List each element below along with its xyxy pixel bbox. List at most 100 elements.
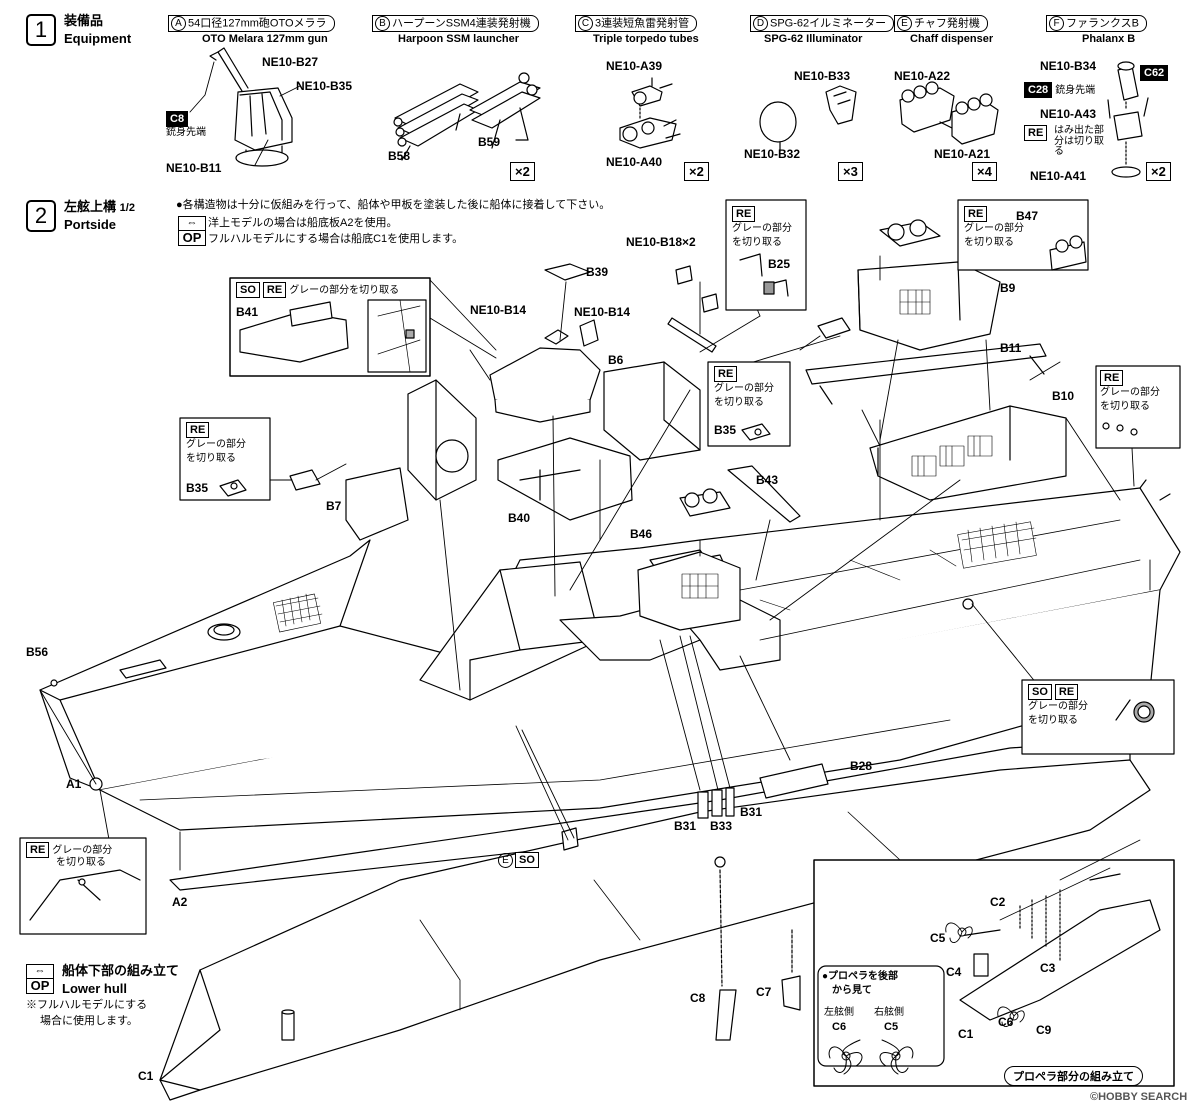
re-bubble-b35-mid-text2: を切り取る bbox=[714, 397, 764, 408]
re-bubble-b35-left-text2: を切り取る bbox=[186, 453, 236, 464]
part-ne10-b14-a: NE10-B14 bbox=[470, 303, 527, 317]
step2-title: 左舷上構 1/2 bbox=[64, 199, 135, 214]
part-ne10-a21: NE10-A21 bbox=[934, 147, 991, 161]
step2-title-en: Portside bbox=[64, 217, 117, 232]
item-f-note2: はみ出た部分は切り取る bbox=[1054, 125, 1104, 157]
part-b58: B58 bbox=[388, 149, 411, 163]
prop-starboard-part: C5 bbox=[884, 1021, 899, 1033]
part-c6-inset: C6 bbox=[998, 1015, 1014, 1029]
part-ne10-b14-b: NE10-B14 bbox=[574, 305, 631, 319]
item-f-qty: ×2 bbox=[1146, 162, 1171, 181]
part-ne10-a22: NE10-A22 bbox=[894, 69, 951, 83]
item-c-qty: ×2 bbox=[684, 162, 709, 181]
part-b28: B28 bbox=[850, 759, 873, 773]
part-b40: B40 bbox=[508, 511, 531, 525]
part-b43: B43 bbox=[756, 473, 779, 487]
item-f-name-en: Phalanx B bbox=[1082, 33, 1136, 45]
re-bubble-b35-left: RE bbox=[186, 422, 212, 438]
superstructure-parts bbox=[289, 219, 1067, 851]
part-ne10-b11: NE10-B11 bbox=[166, 161, 222, 175]
part-c8: C8 bbox=[690, 991, 706, 1005]
prop-view-note1: ●プロペラを後部 bbox=[822, 971, 899, 982]
part-b6: B6 bbox=[608, 353, 624, 367]
lower-hull-drawing bbox=[159, 759, 1151, 1101]
part-ne10-b34: NE10-B34 bbox=[1040, 59, 1097, 73]
part-c4: C4 bbox=[946, 965, 962, 979]
item-c-name-en: Triple torpedo tubes bbox=[593, 33, 699, 45]
propeller-inset-box bbox=[813, 839, 1175, 1087]
re-bubble-b35-left-text1: グレーの部分 bbox=[186, 439, 246, 450]
part-ne10-b32: NE10-B32 bbox=[744, 147, 801, 161]
part-b47: B47 bbox=[1016, 209, 1039, 223]
watermark: ©HOBBY SEARCH bbox=[1090, 1091, 1188, 1103]
re-bubble-b35-mid: RE bbox=[714, 366, 740, 382]
tag-c62: C62 bbox=[1140, 64, 1171, 81]
lower-hull-note2: 場合に使用します。 bbox=[40, 1015, 138, 1027]
part-c1-inset: C1 bbox=[958, 1027, 974, 1041]
part-c2: C2 bbox=[990, 895, 1006, 909]
re-bubble-aft: RE bbox=[1100, 370, 1126, 386]
item-d-name-en: SPG-62 Illuminator bbox=[764, 33, 863, 45]
gun-drawing bbox=[189, 47, 301, 167]
part-b35-mid: B35 bbox=[714, 423, 737, 437]
part-c3: C3 bbox=[1040, 961, 1056, 975]
item-b-qty: ×2 bbox=[510, 162, 535, 181]
prop-port-part: C6 bbox=[832, 1021, 847, 1033]
re-bubble-b47-text1: グレーの部分 bbox=[964, 223, 1024, 234]
step1-title-en: Equipment bbox=[64, 31, 132, 46]
op-icon: ⇔OP bbox=[178, 216, 206, 246]
re-bubble-aft-text2: を切り取る bbox=[1100, 401, 1150, 412]
re-bubble-aft-text1: グレーの部分 bbox=[1100, 387, 1160, 398]
item-a-tag: C8 bbox=[166, 110, 191, 127]
part-ne10-a40: NE10-A40 bbox=[606, 155, 663, 169]
torpedo-tubes-drawing bbox=[619, 77, 681, 149]
harpoon-drawing bbox=[393, 72, 541, 161]
instruction-1: ●各構造物は十分に仮組みを行って、船体や甲板を塗装した後に船体に接着して下さい。 bbox=[176, 199, 611, 211]
part-b31-b: B31 bbox=[740, 805, 763, 819]
chaff-drawing bbox=[899, 81, 999, 145]
part-ne10-b33: NE10-B33 bbox=[794, 69, 851, 83]
part-b41: B41 bbox=[236, 305, 259, 319]
re-bubble-b35-mid-text1: グレーの部分 bbox=[714, 383, 774, 394]
instruction-3: フルハルモデルにする場合は船底C1を使用します。 bbox=[208, 233, 464, 245]
lower-hull-title-en: Lower hull bbox=[62, 981, 127, 996]
part-ne10-a41: NE10-A41 bbox=[1030, 169, 1087, 183]
upper-hull-drawing bbox=[39, 479, 1181, 831]
part-ne10-b27: NE10-B27 bbox=[262, 55, 319, 69]
propeller-inset-title: プロペラ部分の組み立て bbox=[1004, 1066, 1143, 1086]
part-c9: C9 bbox=[1036, 1023, 1052, 1037]
part-ne10-a39: NE10-A39 bbox=[606, 59, 663, 73]
re-bubble-b25: RE bbox=[732, 206, 758, 222]
step1-number: 1 bbox=[26, 14, 56, 46]
step1-title-jp: 装備品 bbox=[64, 13, 104, 28]
prop-view-note2: から見て bbox=[832, 985, 872, 996]
lower-hull-op-icon: ⇔OP bbox=[26, 964, 54, 994]
item-d-qty: ×3 bbox=[838, 162, 863, 181]
part-b56: B56 bbox=[26, 645, 49, 659]
part-b31-a: B31 bbox=[674, 819, 697, 833]
step2-number: 2 bbox=[26, 200, 56, 232]
item-a-note: 銃身先端 bbox=[166, 127, 206, 138]
part-b7: B7 bbox=[326, 499, 342, 513]
part-b46: B46 bbox=[630, 527, 653, 541]
item-e-name-en: Chaff dispenser bbox=[910, 33, 994, 45]
part-ne10-a43: NE10-A43 bbox=[1040, 107, 1097, 121]
item-b-name-en: Harpoon SSM launcher bbox=[398, 33, 520, 45]
part-c7: C7 bbox=[756, 985, 772, 999]
part-a2: A2 bbox=[172, 895, 188, 909]
re-bubble-b47: RE bbox=[964, 206, 990, 222]
part-b33: B33 bbox=[710, 819, 733, 833]
tag-re-f: RE bbox=[1024, 124, 1050, 141]
part-b11: B11 bbox=[1000, 341, 1022, 355]
item-a-name-en: OTO Melara 127mm gun bbox=[202, 33, 328, 45]
